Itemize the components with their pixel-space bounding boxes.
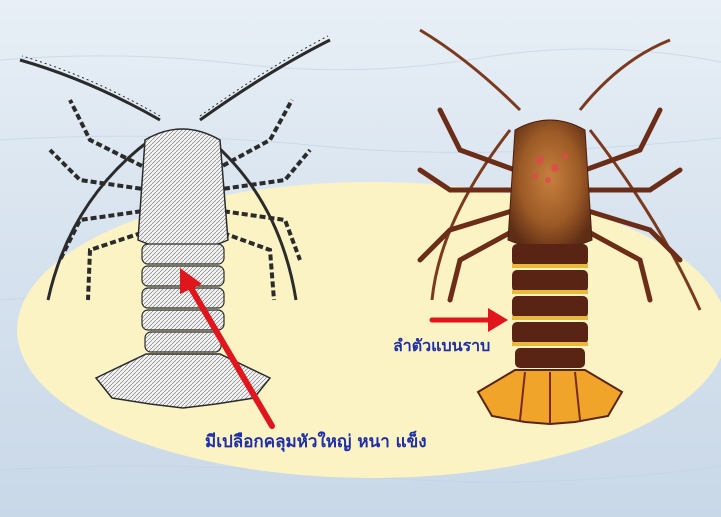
right-arrow-caption: ลำตัวแบนราบ (393, 334, 490, 359)
painted-carapace (508, 120, 592, 249)
left-arrow-caption: มีเปลือกคลุมหัวใหญ่ หนา แข็ง (205, 428, 427, 455)
sketch-abdomen (142, 244, 224, 352)
sketch-carapace (138, 129, 228, 250)
painted-abdomen (512, 244, 588, 368)
